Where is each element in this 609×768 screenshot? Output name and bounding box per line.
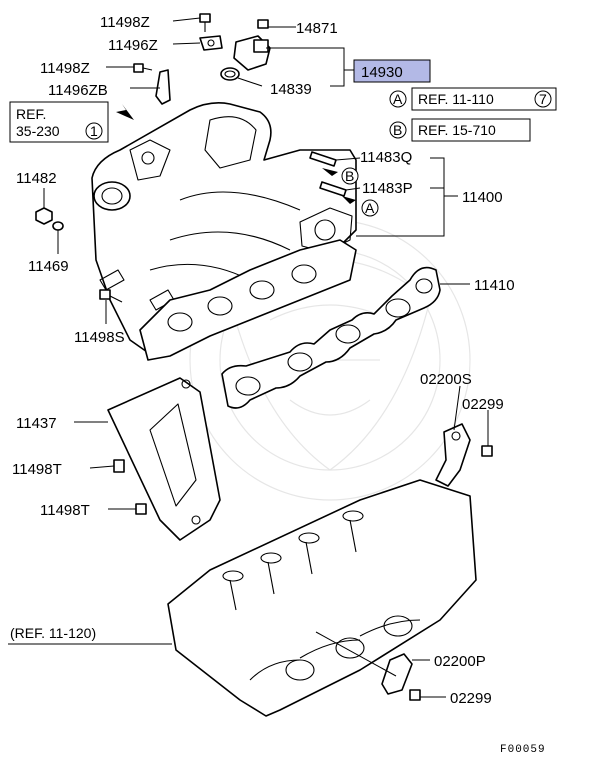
label-14839: 14839 xyxy=(270,81,312,98)
sensor-14930 xyxy=(233,35,271,71)
ref-a-letter: A xyxy=(393,91,403,107)
marker-b: B xyxy=(341,167,359,185)
bolt-02299-lower xyxy=(409,689,421,701)
leader-lines xyxy=(8,17,489,698)
stud-11483q xyxy=(309,151,337,167)
marker-a: A xyxy=(361,199,379,217)
label-02299-upper: 02299 xyxy=(462,396,504,413)
label-11400: 11400 xyxy=(462,189,503,206)
arrow-marker-a xyxy=(342,196,356,204)
label-11437: 11437 xyxy=(16,415,57,432)
label-11496zb: 11496ZB xyxy=(48,82,108,99)
label-11483q: 11483Q xyxy=(360,149,412,166)
manifold-flange xyxy=(139,239,357,361)
bolt-11498z-left xyxy=(133,63,153,73)
ref-b: B REF. 15-710 xyxy=(389,118,531,142)
label-11483p: 11483P xyxy=(362,180,413,197)
stud-11483p xyxy=(319,181,347,197)
label-14930: 14930 xyxy=(361,64,403,81)
bolt-14871 xyxy=(257,19,269,29)
marker-b-letter: B xyxy=(345,168,354,184)
label-02200s: 02200S xyxy=(420,371,472,388)
label-11482: 11482 xyxy=(16,170,57,187)
bolt-11498t-lower xyxy=(135,503,147,515)
label-11498z-left: 11498Z xyxy=(40,60,90,77)
figure-id: F00059 xyxy=(500,744,546,756)
bracket-11496z xyxy=(199,35,223,51)
ref-a-text: REF. 11-110 xyxy=(418,91,494,107)
ref-box-35-230: REF. 35-230 1 xyxy=(9,101,109,143)
ref-35-230-num: 1 xyxy=(90,123,98,139)
bolt-02299-upper xyxy=(481,445,493,457)
ref-35-230-line2: 35-230 xyxy=(16,123,60,139)
label-11498s: 11498S xyxy=(74,329,125,346)
label-11498z-top: 11498Z xyxy=(100,14,150,31)
ref-a-num: 7 xyxy=(539,91,547,107)
stay-11437 xyxy=(107,377,221,541)
bracket-11496zb xyxy=(155,69,171,105)
label-02299-lower: 02299 xyxy=(450,690,492,707)
ref-11-120: (REF. 11-120) xyxy=(10,625,96,641)
bracket-02200s xyxy=(435,423,471,487)
gasket-11410 xyxy=(221,266,441,409)
oring-14839 xyxy=(220,67,240,81)
label-14871: 14871 xyxy=(296,20,338,37)
cylinder-head xyxy=(167,479,477,717)
nut-11482 xyxy=(35,207,53,225)
ref-35-230-line1: REF. xyxy=(16,106,46,122)
label-11469: 11469 xyxy=(28,258,69,275)
label-02200p: 02200P xyxy=(434,653,486,670)
arrow-marker-b xyxy=(322,168,338,176)
bracket-02200p xyxy=(381,653,413,695)
highlight-box-14930 xyxy=(353,59,431,83)
label-11498t-lower: 11498T xyxy=(40,502,90,519)
marker-a-letter: A xyxy=(365,200,375,216)
bolt-11498t-upper xyxy=(113,459,125,473)
label-11498t-upper: 11498T xyxy=(12,461,62,478)
ref-a: A REF. 11-110 7 xyxy=(389,87,557,111)
bolt-11498z-top xyxy=(199,13,211,32)
washer-11469 xyxy=(52,221,64,231)
arrow-ref-35-230 xyxy=(116,104,134,120)
ref-b-letter: B xyxy=(393,122,402,138)
part-labels: 11498Z 11496Z 14871 14930 14839 11498Z 1… xyxy=(12,14,515,707)
label-11496z: 11496Z xyxy=(108,37,158,54)
ref-b-text: REF. 15-710 xyxy=(418,122,496,138)
label-11410: 11410 xyxy=(474,277,515,294)
bolt-11498s xyxy=(99,289,123,303)
